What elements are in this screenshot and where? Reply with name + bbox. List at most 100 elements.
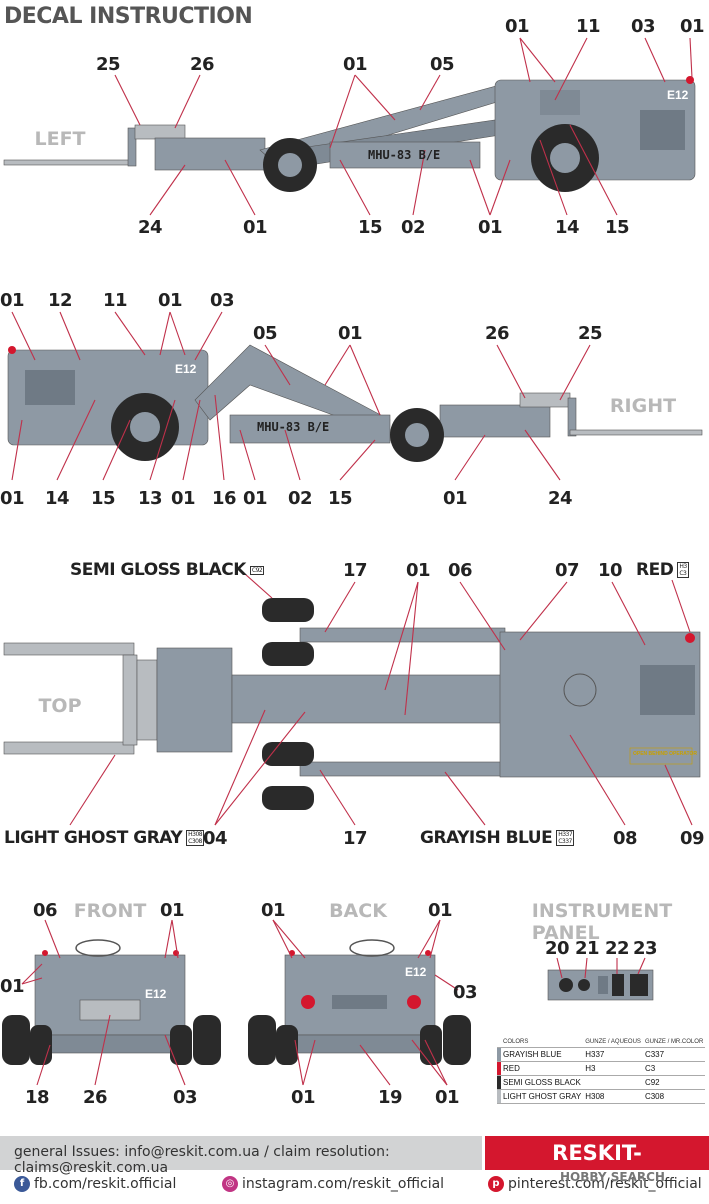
callout: 24 [137,217,163,238]
callout: 01 [157,290,183,311]
table-row: GRAYISH BLUE H337 C337 [497,1047,706,1062]
instrument-panel-drawing [547,969,654,1001]
table-row: LIGHT GHOST GRAY H308 C308 [497,1089,706,1104]
table-row: SEMI GLOSS BLACK C92 [497,1075,706,1090]
callout: 01 [337,323,363,344]
side-marking-left: MHU-83 B/E [368,148,441,162]
callout: 17 [342,560,368,581]
contact-emails[interactable]: general Issues: info@reskit.com.ua / cla… [14,1144,390,1176]
callout: 13 [137,488,163,509]
footer: general Issues: info@reskit.com.ua / cla… [0,1136,709,1200]
header-colors: COLORS [501,1037,584,1048]
callout: 03 [209,290,235,311]
watermark: HOBBY SEARCH [560,1170,665,1184]
view-label-right: RIGHT [609,395,677,417]
callout: 01 [477,217,503,238]
pinterest-icon: p [488,1176,504,1192]
id-marking-left: E12 [667,88,689,102]
callout: 08 [612,828,638,849]
callout: 01 [434,1087,460,1108]
callout: 01 [679,16,705,37]
callout: 16 [211,488,237,509]
callout: 14 [44,488,70,509]
callout: 10 [597,560,623,581]
left-view-drawing [3,76,696,192]
instagram-icon: ◎ [222,1176,238,1192]
callout: 15 [604,217,630,238]
color-table-header: COLORS GUNZE / AQUEOUS GUNZE / MR.COLOR [497,1037,706,1048]
color-swatch [497,1047,501,1062]
callout: 25 [95,54,121,75]
callout: 05 [429,54,455,75]
front-view-drawing [2,939,221,1065]
id-marking-right: E12 [175,362,197,376]
instagram-link[interactable]: ◎instagram.com/reskit_official [222,1176,444,1192]
callout: 03 [172,1087,198,1108]
header-mr-color: GUNZE / MR.COLOR [642,1037,706,1048]
callout: 15 [327,488,353,509]
callout: 23 [632,938,658,959]
page-title: DECAL INSTRUCTION [4,4,253,29]
callout: 01 [504,16,530,37]
callout: 01 [260,900,286,921]
header-aqueous: GUNZE / AQUEOUS [583,1037,643,1048]
callout: 04 [202,828,228,849]
callout: 01 [242,488,268,509]
callout: 01 [290,1087,316,1108]
callout: 24 [547,488,573,509]
callout: 11 [102,290,128,311]
callout: 12 [47,290,73,311]
callout: 02 [287,488,313,509]
callout: 01 [405,560,431,581]
footer-contact-bar: general Issues: info@reskit.com.ua / cla… [0,1136,482,1176]
side-marking-right: MHU-83 B/E [257,420,330,434]
callout: 21 [574,938,600,959]
callout: 01 [0,976,25,997]
callout: 01 [342,54,368,75]
callout: 15 [90,488,116,509]
callout: 20 [544,938,570,959]
callout: 15 [357,217,383,238]
callout: 11 [575,16,601,37]
callout: 03 [630,16,656,37]
vehicle-drawings [2,37,703,1086]
facebook-icon: f [14,1176,30,1192]
callout: 18 [24,1087,50,1108]
callout: 01 [442,488,468,509]
callout: 06 [447,560,473,581]
view-label-top: TOP [38,695,82,717]
callout: 01 [0,488,25,509]
id-marking-back: E12 [405,965,427,979]
color-swatch [497,1089,501,1104]
callout: 01 [0,290,25,311]
table-row: RED H3 C3 [497,1061,706,1076]
callout: 06 [32,900,58,921]
callout: 01 [242,217,268,238]
callout: 14 [554,217,580,238]
callout: 01 [170,488,196,509]
callout: 19 [377,1087,403,1108]
id-marking-front: E12 [145,987,167,1001]
callout: 26 [189,54,215,75]
view-label-left: LEFT [34,128,86,150]
callout: 26 [82,1087,108,1108]
view-label-front: FRONT [73,900,147,922]
right-view-drawing [7,344,703,462]
brand-link[interactable]: RESKIT-MODELS.COM [485,1136,709,1199]
callout: 09 [679,828,705,849]
callout: 07 [554,560,580,581]
callout: 17 [342,828,368,849]
color-swatch [497,1075,501,1090]
callout: 01 [159,900,185,921]
color-table: COLORS GUNZE / AQUEOUS GUNZE / MR.COLOR … [497,1037,706,1104]
color-swatch [497,1061,501,1076]
callout: 01 [427,900,453,921]
callout: 05 [252,323,278,344]
pump-marking: OPEN BEHIND OPERATOR [633,751,697,757]
